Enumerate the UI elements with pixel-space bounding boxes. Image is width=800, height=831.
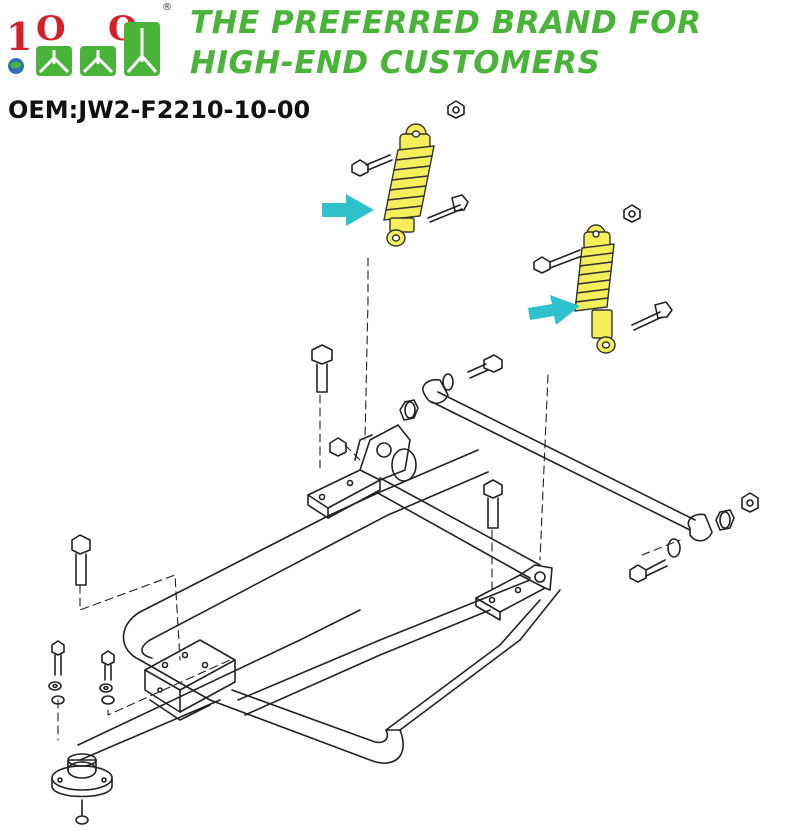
nut-icon xyxy=(447,100,759,513)
frame-lower-rail xyxy=(77,579,531,761)
shock-absorber-icon xyxy=(383,123,616,354)
tie-rod xyxy=(431,391,696,531)
svg-text:O: O xyxy=(36,9,66,49)
center-mount-plate xyxy=(144,639,236,721)
left-mount-bracket xyxy=(307,424,417,519)
rubber-mount xyxy=(51,753,113,825)
bushing-icon xyxy=(399,378,735,542)
washer-icon xyxy=(48,373,681,705)
svg-text:1: 1 xyxy=(6,14,32,59)
headline-line-1: THE PREFERRED BRAND FOR xyxy=(190,5,702,41)
right-mount-bracket xyxy=(475,564,553,621)
oem-part-number: OEM:JW2-F2210-10-00 xyxy=(8,96,311,124)
brand-logo: 1 O O xyxy=(6,9,160,76)
bolt-icon xyxy=(51,154,673,681)
registered-mark: ® xyxy=(162,2,172,13)
cross-tube xyxy=(375,477,541,579)
headline-line-2: HIGH-END CUSTOMERS xyxy=(190,45,601,81)
callout-arrow-icon xyxy=(322,194,580,325)
